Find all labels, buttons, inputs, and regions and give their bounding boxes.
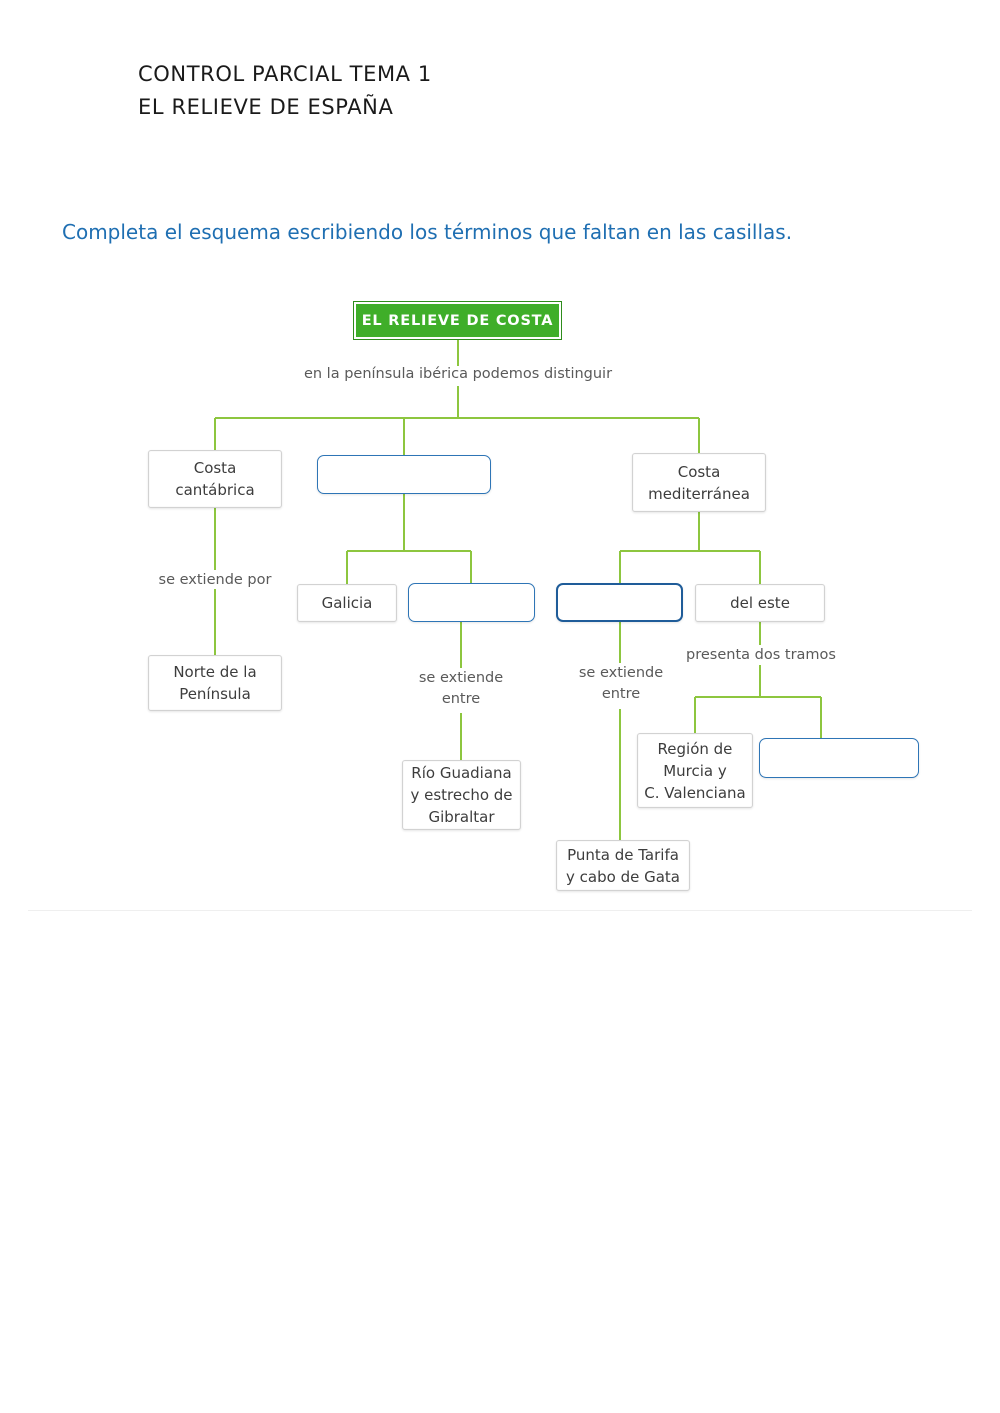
diagram-node-region-murcia: Región de Murcia y C. Valenciana [637, 733, 753, 808]
edge-label-presenta-dos-tramos: presenta dos tramos [686, 647, 836, 663]
diagram-node-rio-guadiana: Río Guadiana y estrecho de Gibraltar [402, 760, 521, 830]
diagram-connector-lines [214, 340, 822, 840]
diagram-node-del-este: del este [695, 584, 825, 622]
diagram-node-costa-mediterranea: Costa mediterránea [632, 453, 766, 512]
diagram-input-blank-3[interactable] [556, 583, 683, 622]
instruction-text: Completa el esquema escribiendo los térm… [62, 220, 793, 244]
edge-label-root: en la península ibérica podemos distingu… [303, 366, 613, 382]
diagram-node-costa-cantabrica: Costa cantábrica [148, 450, 282, 508]
diagram-node-norte-peninsula: Norte de la Península [148, 655, 282, 711]
diagram-node-punta-tarifa: Punta de Tarifa y cabo de Gata [556, 840, 690, 891]
concept-diagram: EL RELIEVE DE COSTA en la península ibér… [148, 301, 919, 891]
page-divider [28, 910, 972, 911]
edge-label-se-extiende-entre-galicia: se extiende entre [418, 670, 504, 707]
diagram-node-root: EL RELIEVE DE COSTA [353, 301, 562, 340]
edge-label-se-extiende-por: se extiende por [158, 572, 272, 588]
page-title: CONTROL PARCIAL TEMA 1 EL RELIEVE DE ESP… [138, 62, 432, 119]
diagram-input-blank-1[interactable] [317, 455, 491, 494]
diagram-node-galicia: Galicia [297, 584, 397, 622]
diagram-input-blank-2[interactable] [408, 583, 535, 622]
edge-label-se-extiende-entre-blank3: se extiende entre [578, 665, 664, 702]
diagram-input-blank-4[interactable] [759, 738, 919, 778]
